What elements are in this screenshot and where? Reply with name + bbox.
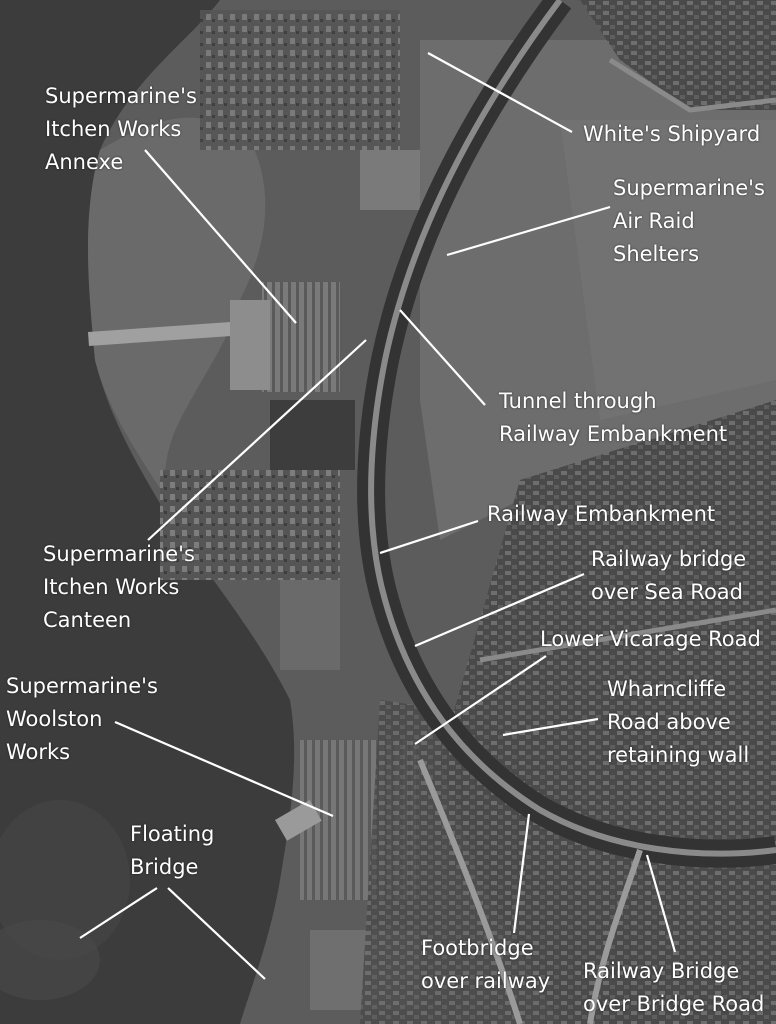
label-air-raid-shelters: Supermarine's Air Raid Shelters [613, 176, 765, 266]
label-whites-shipyard: White's Shipyard [583, 122, 761, 146]
label-tunnel: Tunnel through Railway Embankment [499, 389, 728, 446]
label-footbridge: Footbridge over railway [421, 936, 551, 993]
label-itchen-annexe: Supermarine's Itchen Works Annexe [45, 84, 197, 174]
label-wharncliffe: Wharncliffe Road above retaining wall [607, 677, 750, 767]
label-bridge-sea-road: Railway bridge over Sea Road [591, 547, 747, 604]
label-floating-bridge: Floating Bridge [130, 822, 215, 879]
label-woolston-works: Supermarine's Woolston Works [6, 674, 158, 764]
label-itchen-canteen: Supermarine's Itchen Works Canteen [43, 542, 195, 632]
label-lower-vicarage: Lower Vicarage Road [540, 627, 761, 651]
label-bridge-road: Railway Bridge over Bridge Road [583, 959, 765, 1016]
label-railway-embankment: Railway Embankment [487, 502, 716, 526]
